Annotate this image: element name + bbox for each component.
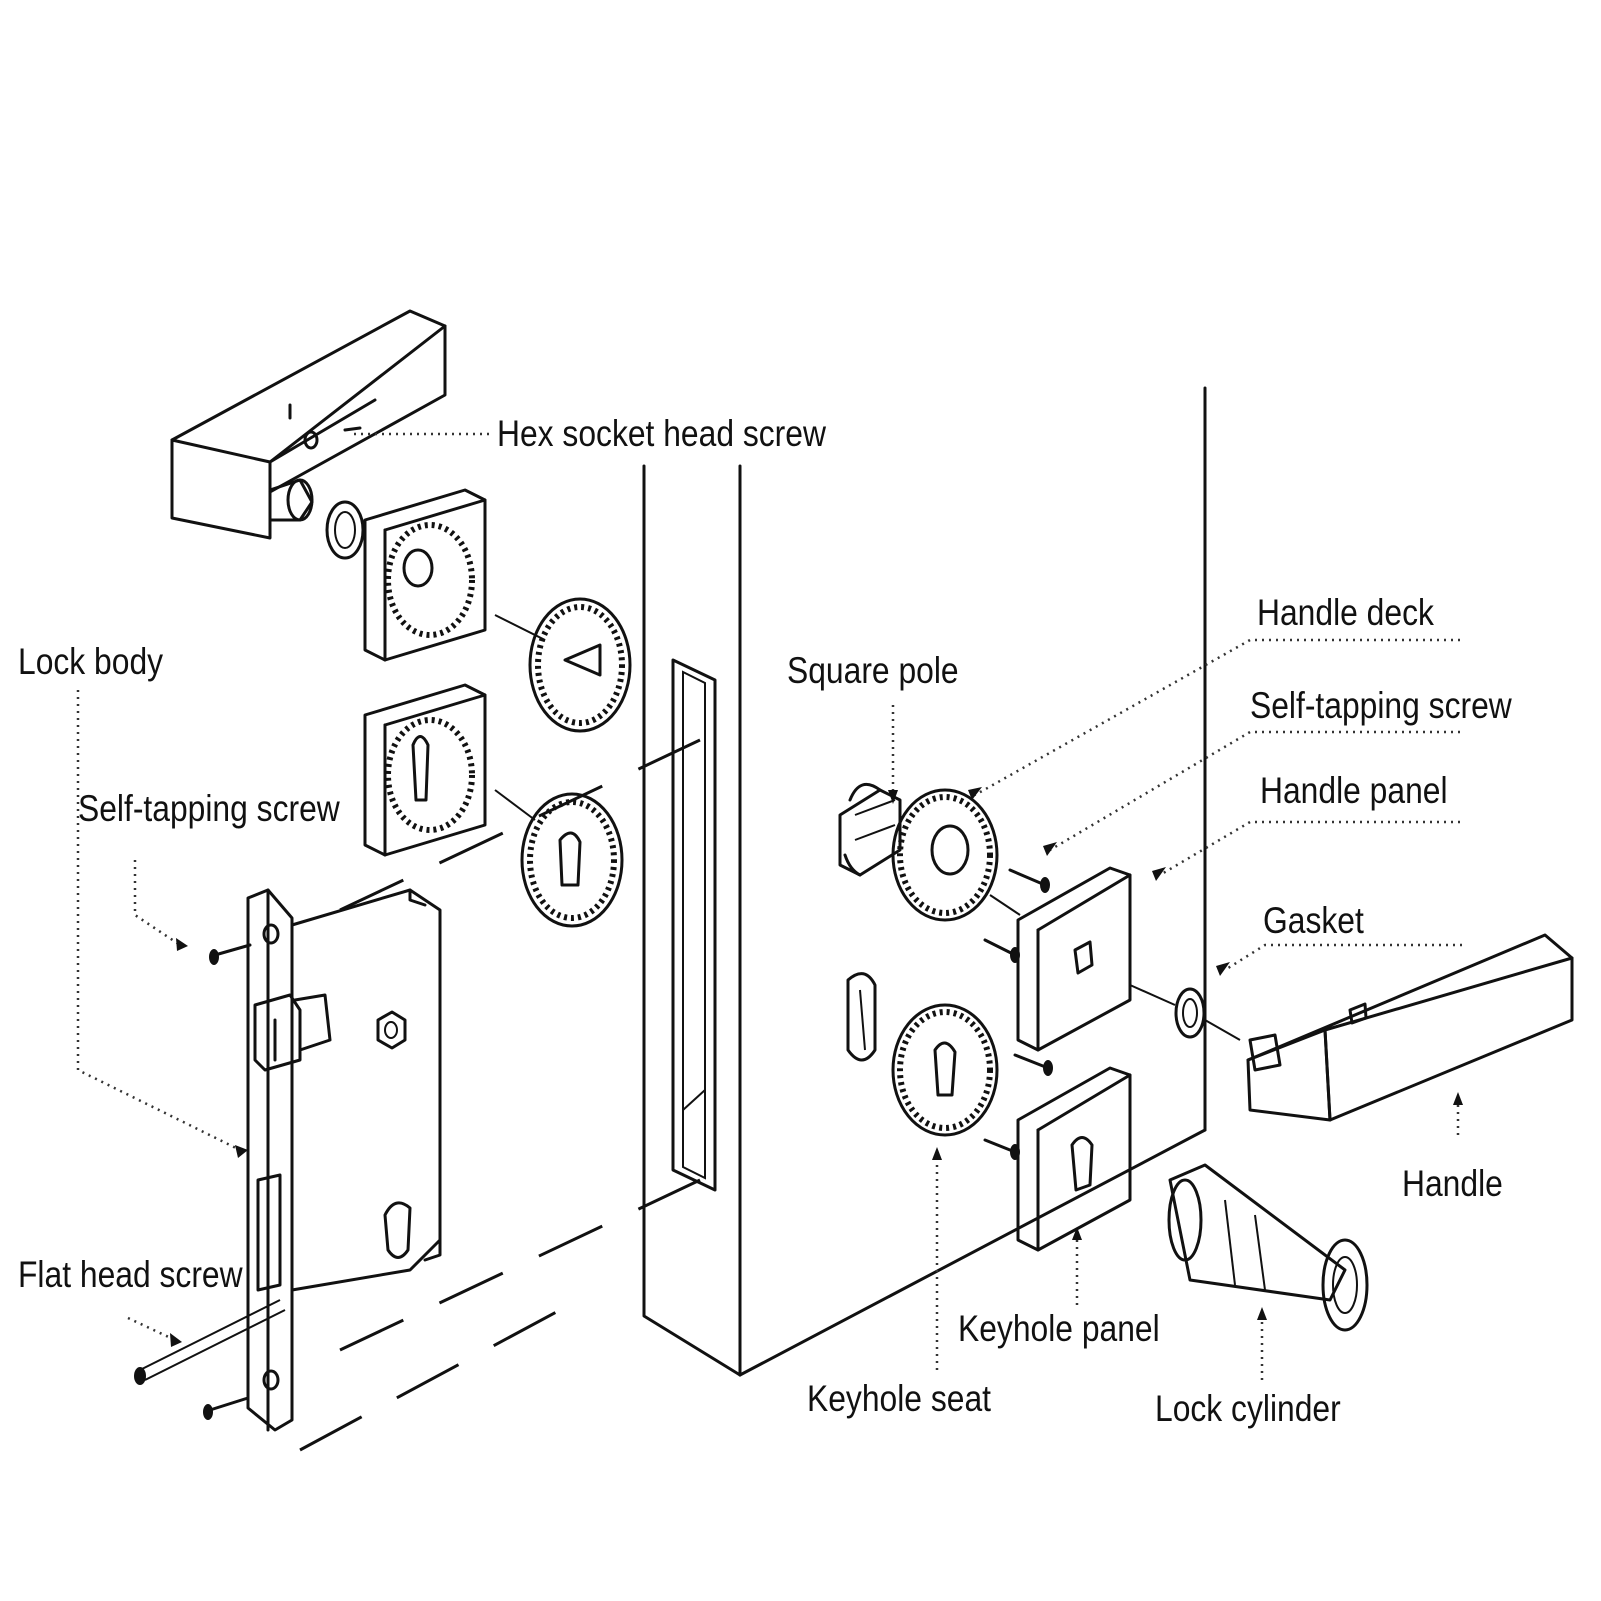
- label-square-pole: Square pole: [787, 650, 959, 691]
- label-keyhole-panel: Keyhole panel: [958, 1308, 1160, 1349]
- right-handle: [1246, 933, 1574, 1122]
- right-keyhole-panel: [1016, 1066, 1132, 1252]
- left-handle: [170, 309, 447, 540]
- hex-screw: [343, 426, 362, 432]
- label-self-tapping-screw-left: Self-tapping screw: [78, 788, 340, 829]
- label-hex-socket-head-screw: Hex socket head screw: [497, 413, 826, 454]
- label-lock-body: Lock body: [18, 641, 164, 682]
- left-handle-panel: [363, 488, 487, 662]
- right-handle-deck: [891, 788, 1021, 922]
- label-flat-head-screw: Flat head screw: [18, 1254, 243, 1295]
- right-screws: [983, 868, 1053, 1160]
- label-handle-panel: Handle panel: [1260, 770, 1448, 811]
- assembly-axes: [299, 738, 701, 1452]
- label-handle: Handle: [1402, 1163, 1503, 1204]
- right-gasket: [1174, 987, 1206, 1039]
- right-keyhole-escutcheon: [846, 972, 877, 1062]
- label-lock-cylinder: Lock cylinder: [1155, 1388, 1341, 1429]
- square-pole: [838, 782, 902, 877]
- lock-cylinder: [1167, 1163, 1369, 1332]
- label-handle-deck: Handle deck: [1257, 592, 1434, 633]
- right-keyhole-seat: [891, 1003, 999, 1137]
- label-self-tapping-screw-right: Self-tapping screw: [1250, 685, 1512, 726]
- label-gasket: Gasket: [1263, 900, 1364, 941]
- door: [642, 386, 1207, 1377]
- left-rosettes: [494, 597, 632, 928]
- leader-arrowheads: [170, 787, 1463, 1347]
- lock-body: [246, 888, 442, 1432]
- label-keyhole-seat: Keyhole seat: [807, 1378, 991, 1419]
- left-gasket: [325, 500, 365, 560]
- leader-lines: [76, 432, 1462, 1380]
- right-handle-panel: [1016, 866, 1132, 1052]
- left-keyhole-panel: [363, 683, 487, 857]
- left-screws: [134, 943, 286, 1420]
